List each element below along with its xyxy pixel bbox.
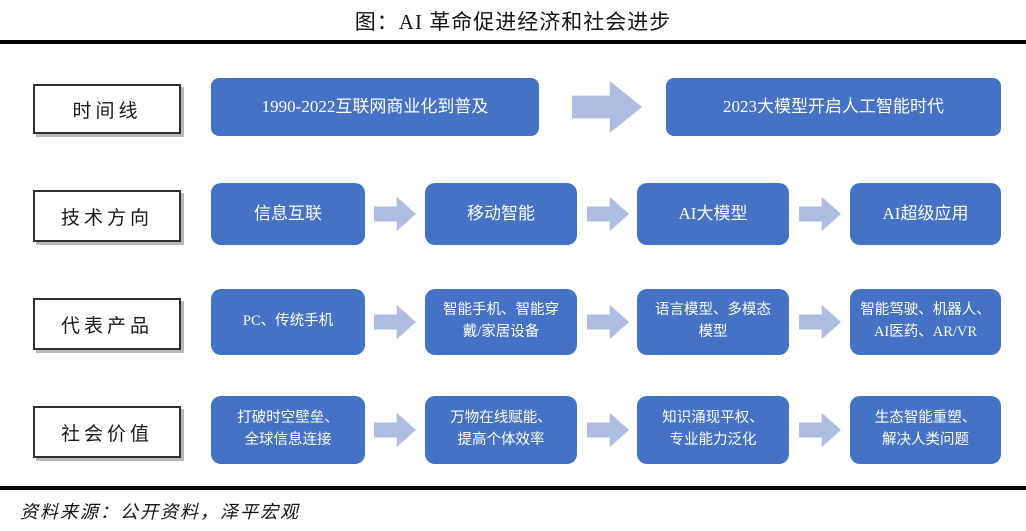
flow-box-smart-devices: 智能手机、智能穿 戴/家居设备 [425,289,577,355]
arrow-right-icon [374,412,416,448]
arrow-right-icon [799,196,841,232]
flow-box-ai-era: 2023大模型开启人工智能时代 [666,78,1001,136]
flow-box-info-internet: 信息互联 [211,183,365,245]
row-label-text: 代表产品 [60,315,153,337]
arrow-right-icon [572,81,642,133]
flow-box-internet-commercialization: 1990-2022互联网商业化到普及 [211,78,539,136]
row-label-social-value: 社会价值 [33,406,181,458]
row-label-text: 技术方向 [60,207,153,229]
arrow-right-icon [374,196,416,232]
row-label-products: 代表产品 [33,298,181,350]
row-label-timeline: 时间线 [33,84,181,134]
bottom-rule [0,486,1026,490]
arrow-right-icon [799,412,841,448]
flow-box-ai-super-app: AI超级应用 [850,183,1001,245]
row-label-tech-direction: 技术方向 [33,190,181,242]
arrow-right-icon [587,412,629,448]
flow-box-language-models: 语言模型、多模态 模型 [637,289,789,355]
figure-title: 图：AI 革命促进经济和社会进步 [354,10,672,34]
row-label-text: 社会价值 [60,423,153,445]
flow-box-ai-applications: 智能驾驶、机器人、 AI医药、AR/VR [850,289,1001,355]
flow-box-mobile-intelligence: 移动智能 [425,183,577,245]
arrow-right-icon [374,304,416,340]
arrow-right-icon [587,196,629,232]
row-label-text: 时间线 [72,100,142,122]
flow-box-pc-phone: PC、传统手机 [211,289,365,355]
flow-box-ai-large-model: AI大模型 [637,183,789,245]
flow-box-break-barriers: 打破时空壁垒、 全球信息连接 [211,396,365,464]
flow-box-knowledge-equality: 知识涌现平权、 专业能力泛化 [637,396,789,464]
arrow-right-icon [587,304,629,340]
flow-box-online-empowerment: 万物在线赋能、 提高个体效率 [425,396,577,464]
flow-box-eco-reshape: 生态智能重塑、 解决人类问题 [850,396,1001,464]
source-note: 资料来源：公开资料，泽平宏观 [20,502,300,522]
arrow-right-icon [799,304,841,340]
top-rule [0,40,1026,44]
